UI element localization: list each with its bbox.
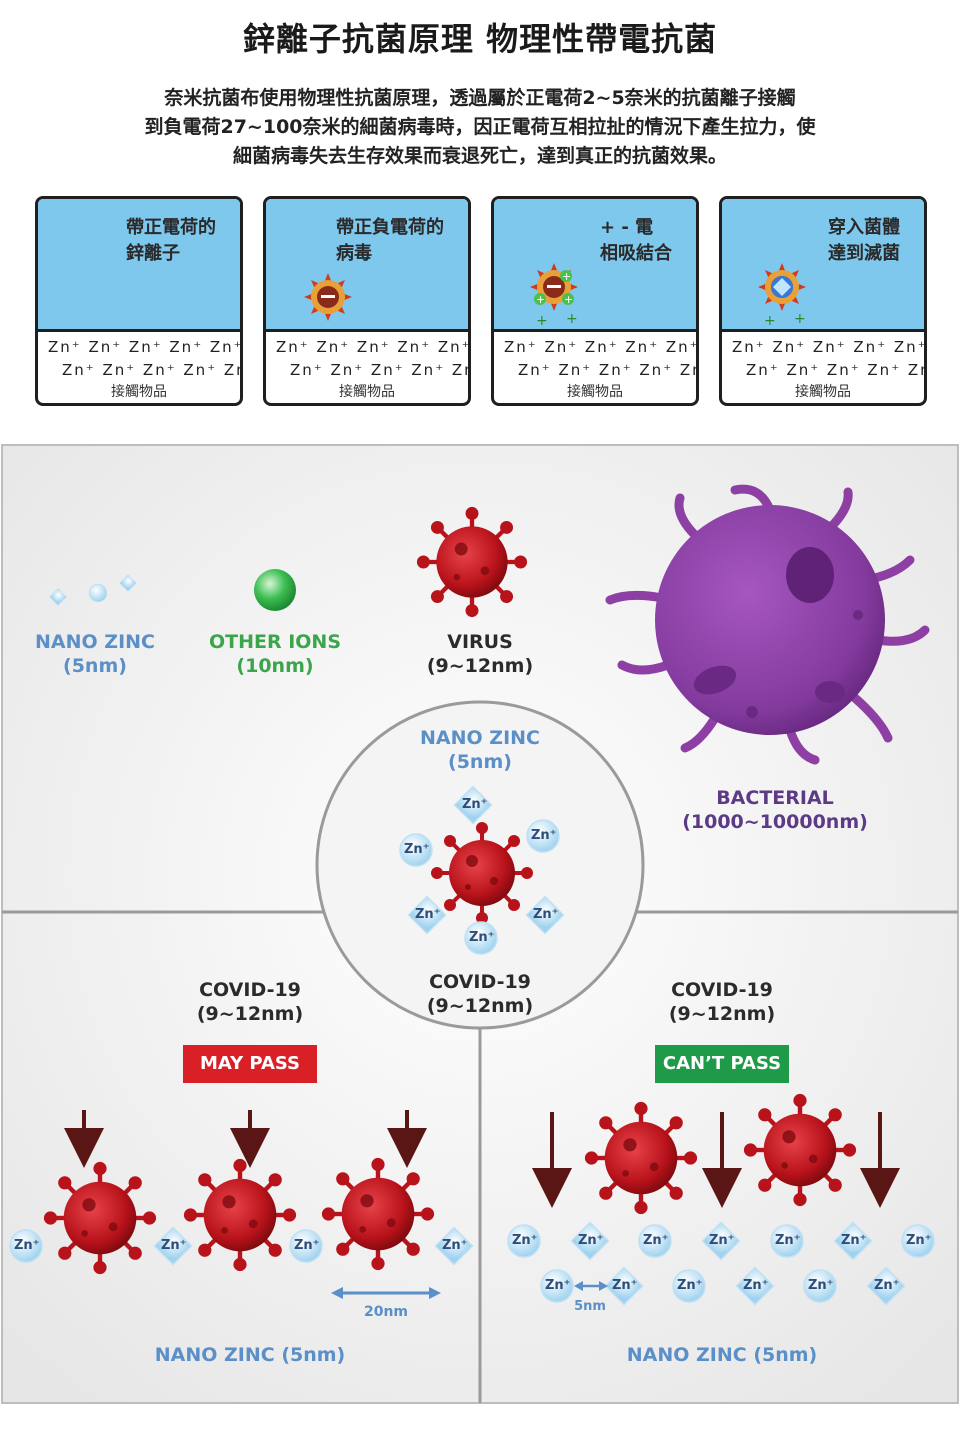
- label-size: (1000~10000nm): [682, 811, 868, 833]
- object-label: 接觸物品: [795, 384, 851, 400]
- svg-text:+: +: [536, 313, 548, 329]
- label-name: COVID-19: [199, 979, 301, 1001]
- label-size: (9~12nm): [426, 655, 534, 677]
- right-footer-label: NANO ZINC (5nm): [626, 1344, 818, 1366]
- zinc-ion-label: Zn⁺: [874, 1278, 900, 1293]
- zinc-ion-label: Zn⁺: [469, 930, 495, 945]
- zinc-ion-label: Zn⁺: [415, 907, 441, 922]
- zinc-ion-label: Zn⁺: [545, 1278, 571, 1293]
- zn-row: Zn⁺ Zn⁺ Zn⁺ Zn⁺ Zn⁺: [732, 338, 927, 356]
- label-size: (5nm): [63, 655, 127, 677]
- zinc-ion-label: Zn⁺: [808, 1278, 834, 1293]
- zn-row: Zn⁺ Zn⁺ Zn⁺ Zn⁺ Zn⁺: [518, 361, 699, 379]
- bacteria-icon: [605, 484, 930, 765]
- gap-5nm-label: 5nm: [574, 1299, 606, 1314]
- zinc-ion-label: Zn⁺: [743, 1278, 769, 1293]
- object-label: 接觸物品: [111, 384, 167, 400]
- panel-caption: + - 電: [600, 217, 654, 238]
- label-size: (9~12nm): [426, 995, 534, 1017]
- zn-row: Zn⁺ Zn⁺ Zn⁺ Zn⁺ Zn⁺: [746, 361, 927, 379]
- svg-text:+: +: [564, 293, 573, 306]
- intro-line: 奈米抗菌布使用物理性抗菌原理，透過屬於正電荷2~5奈米的抗菌離子接觸: [164, 87, 796, 109]
- cant-pass-badge: CAN’T PASS: [662, 1053, 782, 1074]
- svg-text:+: +: [536, 293, 545, 306]
- nano-zinc-label: NANO ZINC (5nm): [25, 630, 165, 678]
- panel-caption: 穿入菌體: [828, 217, 900, 238]
- label-size: (10nm): [236, 655, 314, 677]
- label-name: OTHER IONS: [208, 631, 342, 653]
- zinc-ion-label: Zn⁺: [841, 1233, 867, 1248]
- label-name: VIRUS: [447, 631, 513, 653]
- gap-20nm-label: 20nm: [363, 1304, 409, 1320]
- zinc-ion-label: Zn⁺: [531, 828, 557, 843]
- zinc-ion-label: Zn⁺: [612, 1278, 638, 1293]
- object-label: 接觸物品: [339, 384, 395, 400]
- center-nano-zinc-label: NANO ZINC (5nm): [400, 726, 560, 774]
- label-name: BACTERIAL: [716, 787, 834, 809]
- panel-caption: 帶正負電荷的: [336, 217, 444, 238]
- zinc-ion-label: Zn⁺: [161, 1238, 187, 1253]
- panel-caption: 相吸結合: [600, 243, 672, 264]
- panel-sterilize: 穿入菌體達到滅菌 + + Zn⁺ Zn⁺ Zn⁺ Zn⁺ Zn⁺ Zn⁺ Zn⁺…: [719, 196, 927, 406]
- zinc-ion-label: Zn⁺: [906, 1233, 932, 1248]
- intro-line: 細菌病毒失去生存效果而衰退死亡，達到真正的抗菌效果。: [232, 145, 727, 167]
- label-name: COVID-19: [429, 971, 531, 993]
- bacterial-label: BACTERIAL (1000~10000nm): [670, 786, 880, 834]
- svg-text:+: +: [562, 270, 571, 283]
- virus-icon: [419, 509, 525, 615]
- zinc-ion-label: Zn⁺: [442, 1238, 468, 1253]
- label-name: COVID-19: [671, 979, 773, 1001]
- zn-row: Zn⁺ Zn⁺ Zn⁺ Zn⁺ Zn⁺: [62, 361, 243, 379]
- zn-row: Zn⁺ Zn⁺ Zn⁺ Zn⁺ Zn⁺: [48, 338, 243, 356]
- object-label: 接觸物品: [567, 384, 623, 400]
- intro-text: 奈米抗菌布使用物理性抗菌原理，透過屬於正電荷2~5奈米的抗菌離子接觸 到負電荷2…: [60, 84, 900, 171]
- left-footer-label: NANO ZINC (5nm): [154, 1344, 346, 1366]
- label-name: NANO ZINC: [420, 727, 540, 749]
- panel-attraction: + - 電相吸結合 + + + + + Zn⁺ Zn⁺ Zn⁺ Zn⁺ Zn⁺ …: [491, 196, 699, 406]
- zn-row: Zn⁺ Zn⁺ Zn⁺ Zn⁺ Zn⁺: [290, 361, 471, 379]
- may-pass-badge: MAY PASS: [199, 1053, 300, 1074]
- panel-zinc-ions: 帶正電荷的鋅離子 Zn⁺ Zn⁺ Zn⁺ Zn⁺ Zn⁺ Zn⁺ Zn⁺ Zn⁺…: [35, 196, 243, 406]
- panel-caption: 病毒: [336, 243, 372, 264]
- may-pass-badge-bg: [183, 1045, 317, 1083]
- label-size: (9~12nm): [668, 1003, 776, 1025]
- panel-caption: 達到滅菌: [828, 243, 900, 264]
- bound-virus-icon: + + + + +: [530, 263, 578, 329]
- virus-label: VIRUS (9~12nm): [400, 630, 560, 678]
- zinc-ion-label: Zn⁺: [775, 1233, 801, 1248]
- zinc-ion-label: Zn⁺: [578, 1233, 604, 1248]
- panel-caption: 帶正電荷的: [126, 217, 216, 238]
- other-ions-label: OTHER IONS (10nm): [195, 630, 355, 678]
- svg-text:+: +: [764, 313, 776, 329]
- zinc-ion-label: Zn⁺: [294, 1238, 320, 1253]
- intro-line: 到負電荷27~100奈米的細菌病毒時，因正電荷互相拉扯的情況下產生拉力，使: [144, 116, 816, 138]
- svg-text:+: +: [794, 311, 806, 327]
- charged-virus-icon: [304, 273, 352, 321]
- label-size: (5nm): [448, 751, 512, 773]
- other-ion-icon: [254, 569, 296, 611]
- svg-text:+: +: [566, 311, 578, 327]
- label-size: (9~12nm): [196, 1003, 304, 1025]
- zinc-ion-label: Zn⁺: [14, 1238, 40, 1253]
- page-title: 鋅離子抗菌原理 物理性帶電抗菌: [242, 20, 718, 58]
- zn-row: Zn⁺ Zn⁺ Zn⁺ Zn⁺ Zn⁺: [504, 338, 699, 356]
- zn-row: Zn⁺ Zn⁺ Zn⁺ Zn⁺ Zn⁺: [276, 338, 471, 356]
- panel-caption: 鋅離子: [126, 243, 180, 264]
- destroyed-virus-icon: + +: [758, 263, 806, 329]
- cant-pass-badge-bg: [655, 1045, 789, 1083]
- zinc-ion-label: Zn⁺: [462, 797, 488, 812]
- zinc-ion-label: Zn⁺: [404, 842, 430, 857]
- zinc-ion-label: Zn⁺: [512, 1233, 538, 1248]
- panel-virus: 帶正負電荷的病毒 Zn⁺ Zn⁺ Zn⁺ Zn⁺ Zn⁺ Zn⁺ Zn⁺ Zn⁺…: [263, 196, 471, 406]
- right-covid-label: COVID-19 (9~12nm): [642, 978, 802, 1026]
- center-covid-label: COVID-19 (9~12nm): [400, 970, 560, 1018]
- zinc-ion-label: Zn⁺: [643, 1233, 669, 1248]
- zinc-ion-label: Zn⁺: [533, 907, 559, 922]
- zinc-ion-label: Zn⁺: [677, 1278, 703, 1293]
- label-name: NANO ZINC: [35, 631, 155, 653]
- left-covid-label: COVID-19 (9~12nm): [170, 978, 330, 1026]
- zinc-ion-label: Zn⁺: [709, 1233, 735, 1248]
